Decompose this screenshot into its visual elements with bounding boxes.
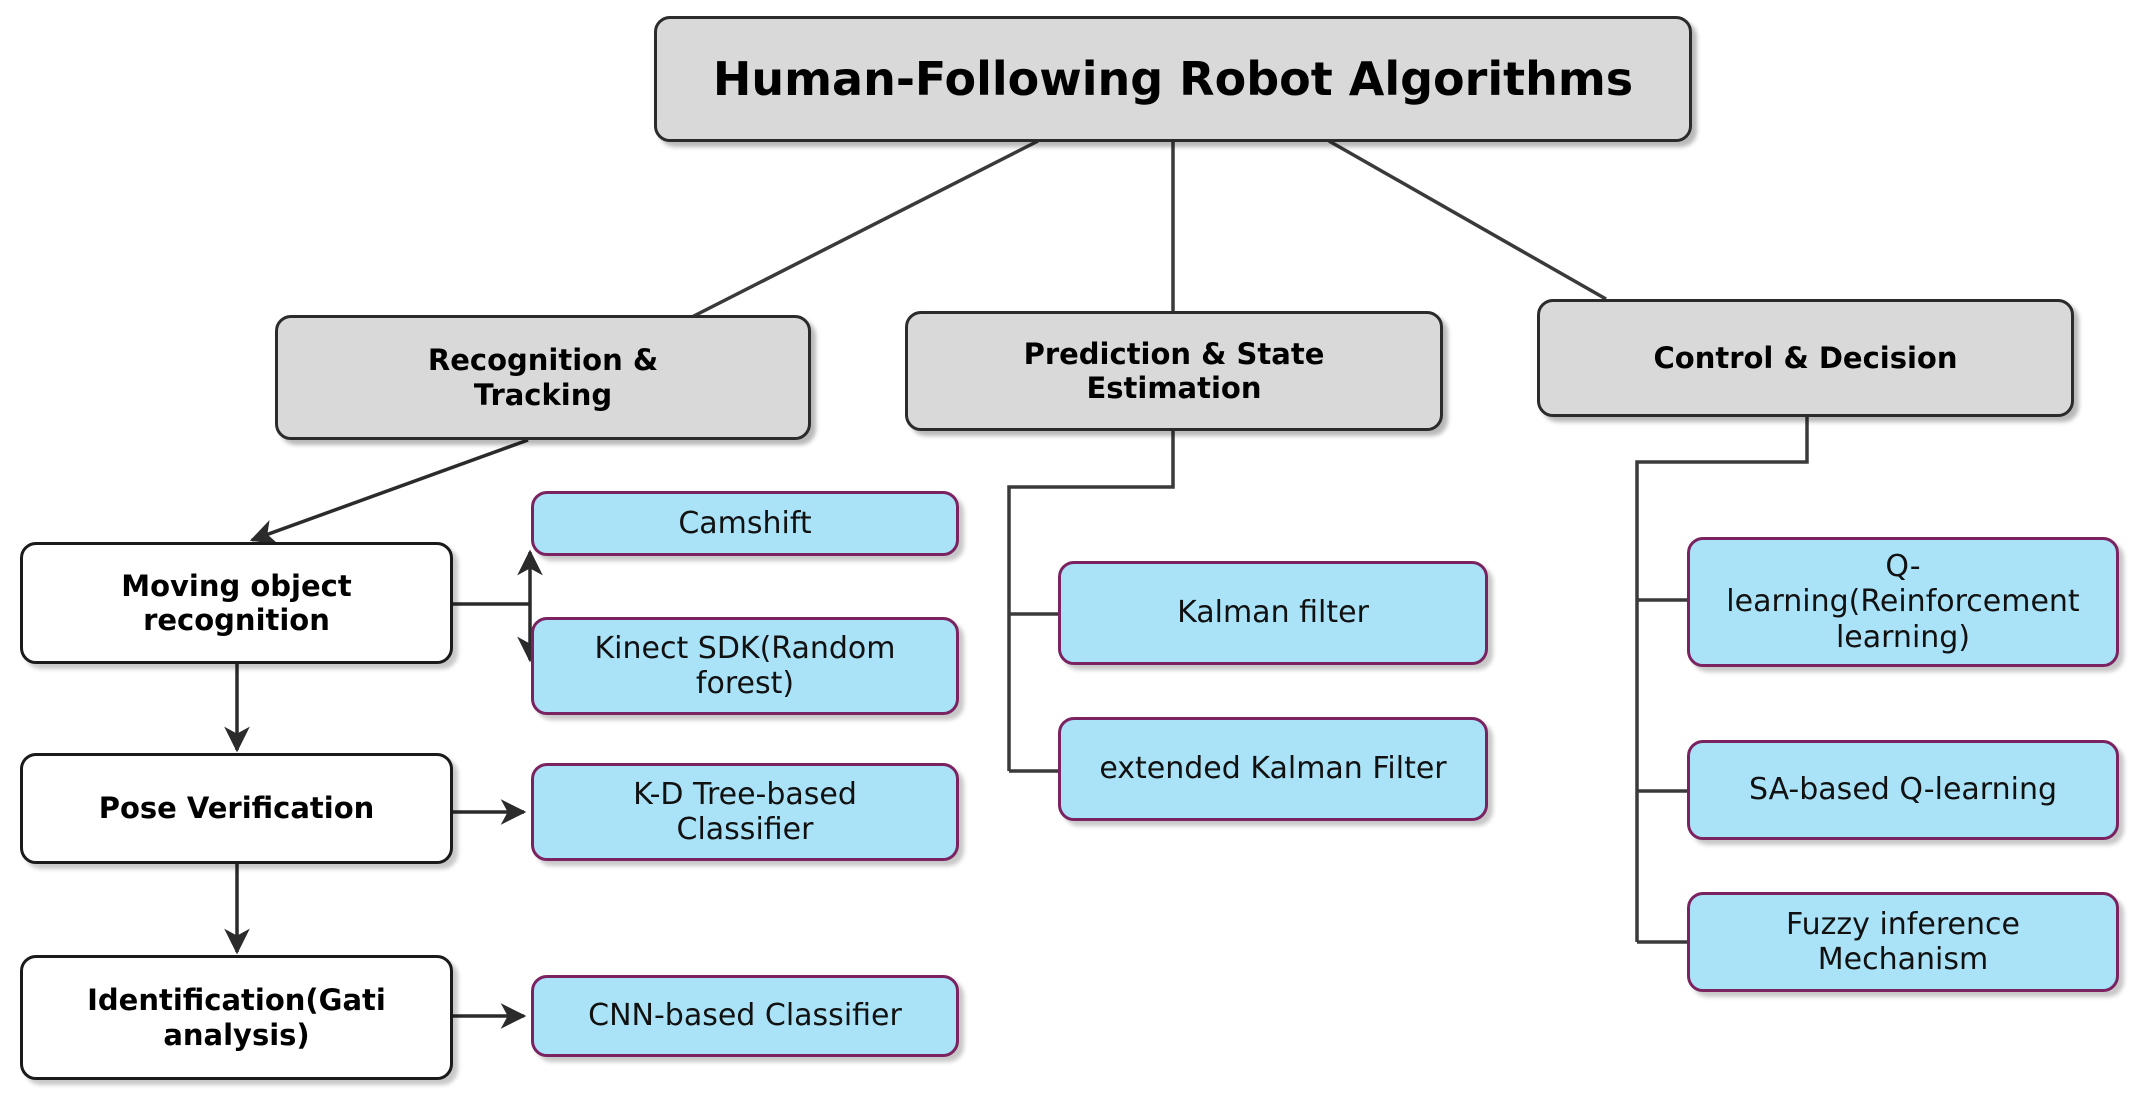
root-node-human-following-robot-algorithms[interactable]: Human-Following Robot Algorithms bbox=[654, 16, 1692, 142]
stage-node-label: Moving object recognition bbox=[121, 568, 352, 637]
stage-node-moving-object-recognition[interactable]: Moving object recognition bbox=[20, 542, 453, 664]
category-node-label: Prediction & State Estimation bbox=[1023, 336, 1325, 405]
edge-root-to-recognition bbox=[685, 139, 1039, 322]
category-node-label: Control & Decision bbox=[1653, 340, 1958, 375]
stage-node-label: Identification(Gati analysis) bbox=[87, 983, 386, 1052]
stage-node-pose-verification[interactable]: Pose Verification bbox=[20, 753, 453, 864]
algorithm-node-kd-tree-based-classifier[interactable]: K-D Tree-based Classifier bbox=[531, 763, 959, 861]
edge-recognition-to-moving-object bbox=[249, 438, 529, 545]
algorithm-node-label: Fuzzy inference Mechanism bbox=[1786, 906, 2020, 977]
algorithm-node-label: Q- learning(Reinforcement learning) bbox=[1726, 548, 2080, 655]
edge-control-bus bbox=[1635, 417, 1809, 942]
algorithm-node-label: Kinect SDK(Random forest) bbox=[594, 630, 896, 701]
algorithm-node-label: extended Kalman Filter bbox=[1099, 751, 1447, 787]
algorithm-node-kinect-sdk-random-forest[interactable]: Kinect SDK(Random forest) bbox=[531, 617, 959, 715]
algorithm-node-extended-kalman-filter[interactable]: extended Kalman Filter bbox=[1058, 717, 1488, 821]
stage-node-label: Pose Verification bbox=[98, 791, 375, 826]
algorithm-node-label: K-D Tree-based Classifier bbox=[633, 776, 857, 847]
category-node-prediction-state-estimation[interactable]: Prediction & State Estimation bbox=[905, 311, 1443, 431]
algorithm-node-kalman-filter[interactable]: Kalman filter bbox=[1058, 561, 1488, 665]
algorithm-node-fuzzy-inference-mechanism[interactable]: Fuzzy inference Mechanism bbox=[1687, 892, 2119, 992]
algorithm-node-label: Kalman filter bbox=[1177, 595, 1369, 631]
algorithm-node-camshift[interactable]: Camshift bbox=[531, 491, 959, 556]
category-node-label: Recognition & Tracking bbox=[427, 343, 659, 412]
algorithm-node-sa-based-q-learning[interactable]: SA-based Q-learning bbox=[1687, 740, 2119, 840]
root-node-label: Human-Following Robot Algorithms bbox=[712, 51, 1634, 106]
edge-root-to-control bbox=[1328, 139, 1607, 301]
algorithm-node-label: Camshift bbox=[678, 505, 812, 541]
algorithm-node-label: CNN-based Classifier bbox=[588, 998, 902, 1034]
stage-node-identification-gati-analysis[interactable]: Identification(Gati analysis) bbox=[20, 955, 453, 1080]
algorithm-node-label: SA-based Q-learning bbox=[1748, 772, 2058, 808]
algorithm-node-q-learning-reinforcement-learning[interactable]: Q- learning(Reinforcement learning) bbox=[1687, 537, 2119, 667]
algorithm-node-cnn-based-classifier[interactable]: CNN-based Classifier bbox=[531, 975, 959, 1057]
category-node-control-decision[interactable]: Control & Decision bbox=[1537, 299, 2074, 417]
category-node-recognition-tracking[interactable]: Recognition & Tracking bbox=[275, 315, 811, 440]
